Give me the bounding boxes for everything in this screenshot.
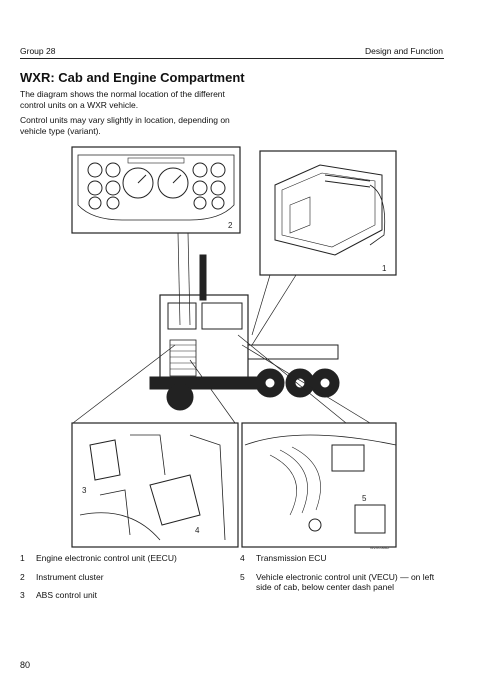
legend-text: Transmission ECU [256, 553, 327, 563]
header-rule [20, 58, 444, 59]
page-number: 80 [20, 660, 31, 670]
figure-id: W2005662 [370, 545, 390, 550]
legend-text: ABS control unit [36, 590, 97, 600]
legend-number: 4 [240, 553, 245, 563]
legend-text: Engine electronic control unit (EECU) [36, 553, 177, 563]
callout-1: 1 [382, 264, 387, 273]
header-group: Group 28 [20, 46, 56, 56]
legend-item: 5 Vehicle electronic control unit (VECU)… [240, 572, 450, 593]
callout-4: 4 [195, 526, 200, 535]
legend-number: 5 [240, 571, 245, 582]
control-unit-location-diagram: 2 1 [70, 145, 398, 550]
legend-number: 1 [20, 553, 25, 563]
legend-right: 4 Transmission ECU 5 Vehicle electronic … [240, 553, 450, 601]
legend-item: 4 Transmission ECU [240, 553, 450, 564]
legend-item: 2 Instrument cluster [20, 572, 230, 583]
legend-left: 1 Engine electronic control unit (EECU) … [20, 553, 230, 609]
intro-paragraph: The diagram shows the normal location of… [20, 89, 225, 110]
page-title: WXR: Cab and Engine Compartment [20, 70, 245, 85]
variant-note-paragraph: Control units may vary slightly in locat… [20, 115, 230, 136]
callout-3: 3 [82, 486, 87, 495]
legend-text: Instrument cluster [36, 571, 104, 582]
header-section: Design and Function [365, 46, 443, 56]
instrument-cluster-panel: 2 [71, 146, 241, 234]
callout-5: 5 [362, 494, 367, 503]
legend-number: 3 [20, 590, 25, 600]
abs-transmission-panel: 3 4 [71, 422, 239, 548]
truck-illustration [149, 254, 340, 411]
callout-2: 2 [228, 221, 233, 230]
eecu-panel: 1 [259, 150, 397, 276]
vecu-panel: 5 [241, 422, 397, 548]
leader-lines [72, 232, 371, 424]
legend-number: 2 [20, 571, 25, 582]
legend-item: 3 ABS control unit [20, 590, 230, 601]
legend-text: Vehicle electronic control unit (VECU) —… [256, 571, 435, 593]
legend-item: 1 Engine electronic control unit (EECU) [20, 553, 230, 564]
